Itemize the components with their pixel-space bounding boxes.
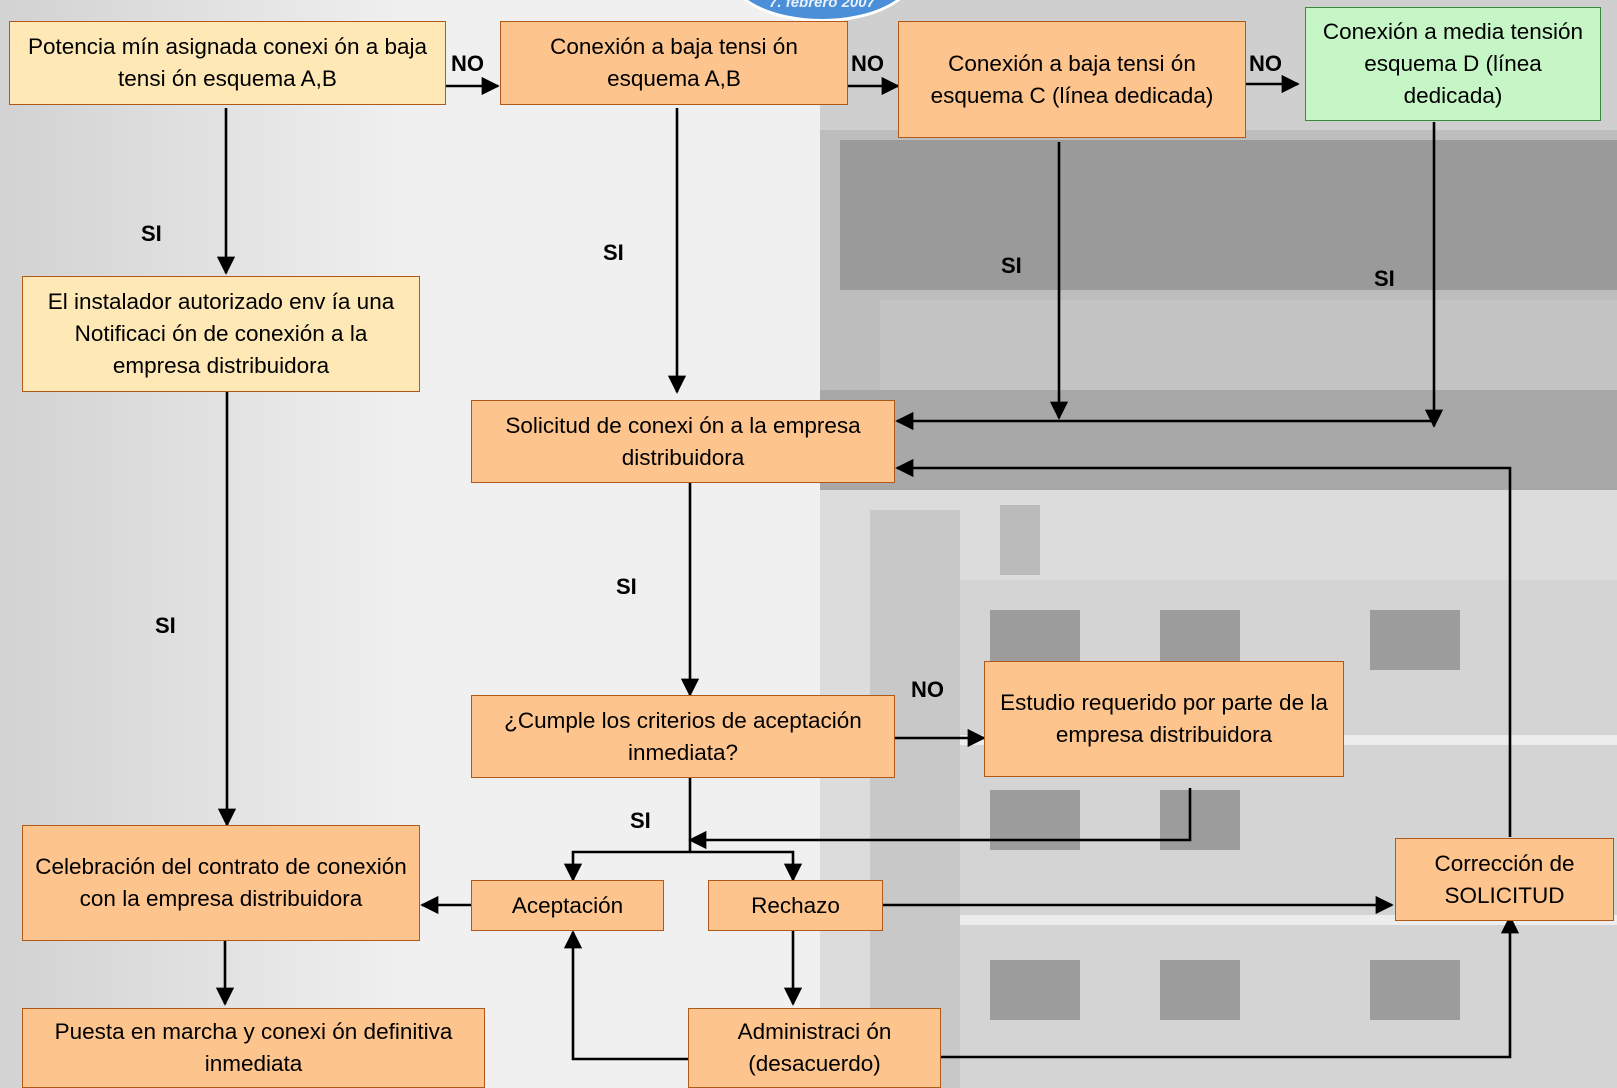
label-no-2: NO (851, 51, 884, 76)
node-instalador-notificacion: El instalador autorizado env ía una Noti… (22, 276, 420, 392)
node-conexion-mt-d: Conexión a media tensión esquema D (líne… (1305, 7, 1601, 121)
node-celebracion-contrato: Celebración del contrato de conexión con… (22, 825, 420, 941)
label-si-4: SI (1374, 266, 1395, 291)
node-solicitud-conexion: Solicitud de conexi ón a la empresa dist… (471, 400, 895, 483)
label-no-4: NO (911, 677, 944, 702)
node-estudio-requerido: Estudio requerido por parte de la empres… (984, 661, 1344, 777)
arrow-administracion-to-correccion (933, 915, 1520, 1059)
node-aceptacion: Aceptación (471, 880, 664, 931)
date-badge-text: 7. febrero 2007 (769, 0, 875, 11)
node-puesta-en-marcha: Puesta en marcha y conexi ón definitiva … (22, 1008, 485, 1088)
node-conexion-bt-ab: Conexión a baja tensi ón esquema A,B (500, 21, 848, 105)
label-si-2: SI (603, 240, 624, 265)
arrow-correccion-to-solicitud (895, 458, 1512, 837)
arrow-administracion-to-aceptacion (563, 930, 688, 1061)
arrow-junction-to-aceptacion (563, 850, 690, 882)
label-si-3: SI (1001, 253, 1022, 278)
node-potencia-min: Potencia mín asignada conexi ón a baja t… (9, 21, 446, 105)
node-cumple-criterios: ¿Cumple los criterios de aceptación inme… (471, 695, 895, 778)
arrow-estudio-to-junction (688, 788, 1192, 850)
node-correccion-solicitud: Corrección de SOLICITUD (1395, 838, 1614, 921)
label-no-1: NO (451, 51, 484, 76)
label-si-5: SI (616, 574, 637, 599)
node-conexion-bt-c: Conexión a baja tensi ón esquema C (líne… (898, 21, 1246, 138)
node-administracion: Administraci ón (desacuerdo) (688, 1008, 941, 1088)
label-si-7: SI (630, 808, 651, 833)
node-rechazo: Rechazo (708, 880, 883, 931)
label-si-1: SI (141, 221, 162, 246)
label-si-6: SI (155, 613, 176, 638)
label-no-3: NO (1249, 51, 1282, 76)
arrow-junction-to-rechazo (690, 850, 803, 882)
